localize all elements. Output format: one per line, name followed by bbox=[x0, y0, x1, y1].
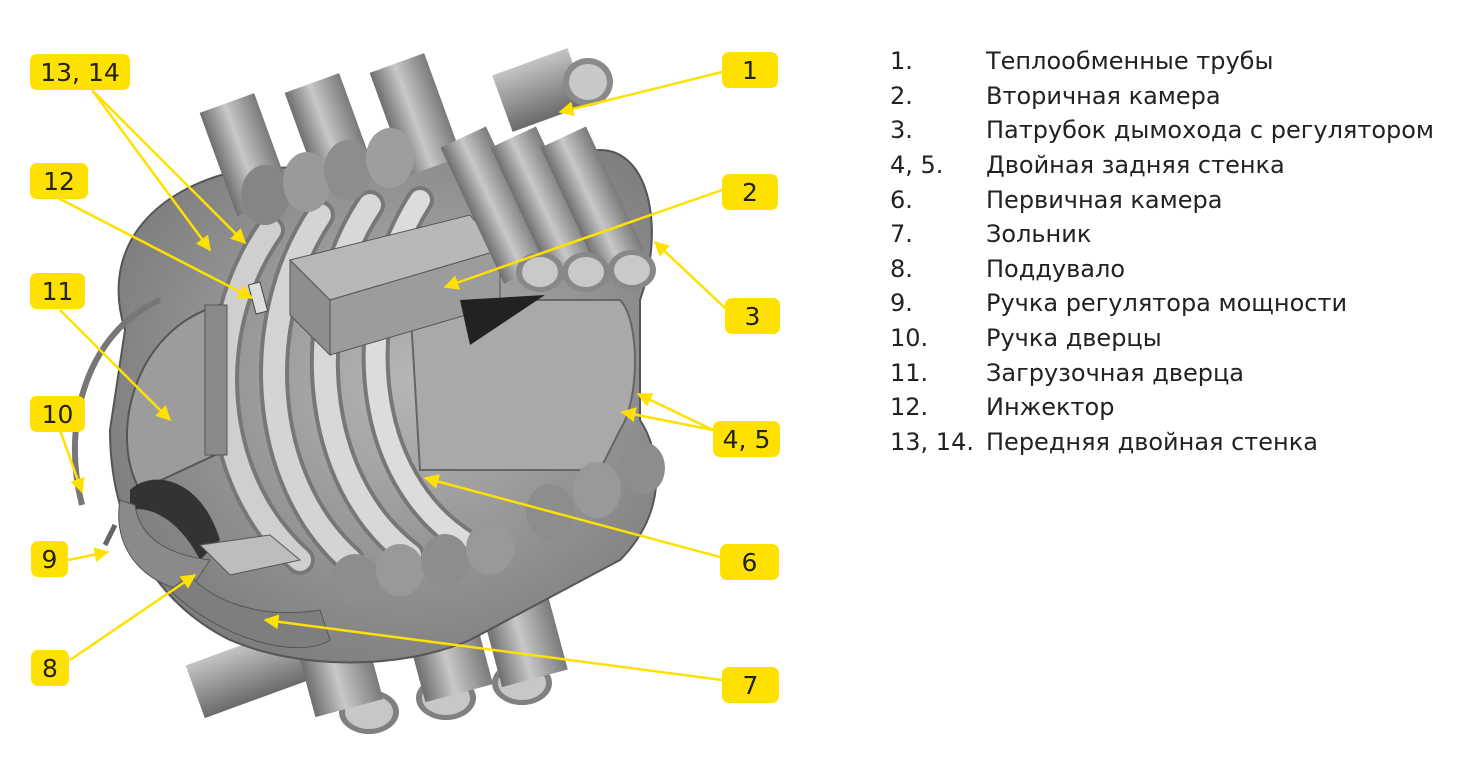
legend-number: 10. bbox=[890, 324, 929, 353]
callout-1: 1 bbox=[722, 52, 778, 88]
legend-number: 11. bbox=[890, 358, 929, 387]
legend-text: Теплообменные трубы bbox=[986, 47, 1274, 76]
callout-12: 12 bbox=[30, 163, 88, 199]
callout-4-5: 4, 5 bbox=[713, 421, 780, 457]
callout-13-14: 13, 14 bbox=[30, 54, 130, 90]
legend-item: 9. Ручка регулятора мощности bbox=[890, 286, 1434, 321]
ash-pit bbox=[102, 479, 331, 649]
legend-text: Патрубок дымохода с регулятором bbox=[986, 116, 1435, 145]
legend-item: 3. Патрубок дымохода с регулятором bbox=[890, 113, 1434, 148]
legend-text: Поддувало bbox=[986, 254, 1125, 283]
legend-item: 8. Поддувало bbox=[890, 252, 1434, 287]
legend-item: 1. Теплообменные трубы bbox=[890, 44, 1434, 79]
legend-number: 3. bbox=[890, 116, 913, 145]
legend-number: 6. bbox=[890, 185, 913, 214]
legend-number: 2. bbox=[890, 81, 913, 110]
legend-item: 10. Ручка дверцы bbox=[890, 321, 1434, 356]
legend-item: 7. Зольник bbox=[890, 217, 1434, 252]
legend-number: 7. bbox=[890, 220, 913, 249]
callout-8: 8 bbox=[31, 650, 69, 686]
stove-cutaway-diagram bbox=[57, 48, 726, 734]
chimney-pipes bbox=[440, 126, 656, 292]
legend-number: 4, 5. bbox=[890, 151, 944, 180]
legend-item: 2. Вторичная камера bbox=[890, 79, 1434, 114]
legend-number: 12. bbox=[890, 393, 929, 422]
legend-text: Зольник bbox=[986, 220, 1092, 249]
legend-item: 12. Инжектор bbox=[890, 390, 1434, 425]
legend-text: Вторичная камера bbox=[986, 81, 1221, 110]
loading-door bbox=[71, 297, 228, 506]
legend-number: 9. bbox=[890, 289, 913, 318]
legend-text: Передняя двойная стенка bbox=[986, 427, 1318, 456]
callout-11: 11 bbox=[30, 273, 85, 309]
legend-list: 1. Теплообменные трубы 2. Вторичная камера… bbox=[890, 44, 1434, 459]
callout-3: 3 bbox=[725, 298, 780, 334]
legend-item: 11. Загрузочная дверца bbox=[890, 355, 1434, 390]
leader-lines bbox=[57, 70, 726, 682]
legend-text: Инжектор bbox=[986, 393, 1115, 422]
callout-9: 9 bbox=[31, 541, 68, 577]
callout-6: 6 bbox=[720, 544, 779, 580]
legend-text: Загрузочная дверца bbox=[986, 358, 1245, 387]
rear-wall bbox=[408, 299, 636, 471]
legend-number: 1. bbox=[890, 47, 913, 76]
legend-number: 13, 14. bbox=[890, 427, 974, 456]
legend-number: 8. bbox=[890, 254, 913, 283]
legend-text: Ручка дверцы bbox=[986, 324, 1162, 353]
callout-10: 10 bbox=[30, 396, 85, 432]
bottom-openings bbox=[331, 442, 665, 606]
callout-7: 7 bbox=[722, 667, 779, 703]
top-pipes bbox=[199, 48, 613, 225]
legend-item: 6. Первичная камера bbox=[890, 182, 1434, 217]
callout-2: 2 bbox=[722, 174, 778, 210]
legend-item: 4, 5. Двойная задняя стенка bbox=[890, 148, 1434, 183]
legend-text: Ручка регулятора мощности bbox=[986, 289, 1348, 318]
legend-text: Двойная задняя стенка bbox=[986, 151, 1285, 180]
legend-item: 13, 14. Передняя двойная стенка bbox=[890, 425, 1434, 460]
legend-text: Первичная камера bbox=[986, 185, 1223, 214]
